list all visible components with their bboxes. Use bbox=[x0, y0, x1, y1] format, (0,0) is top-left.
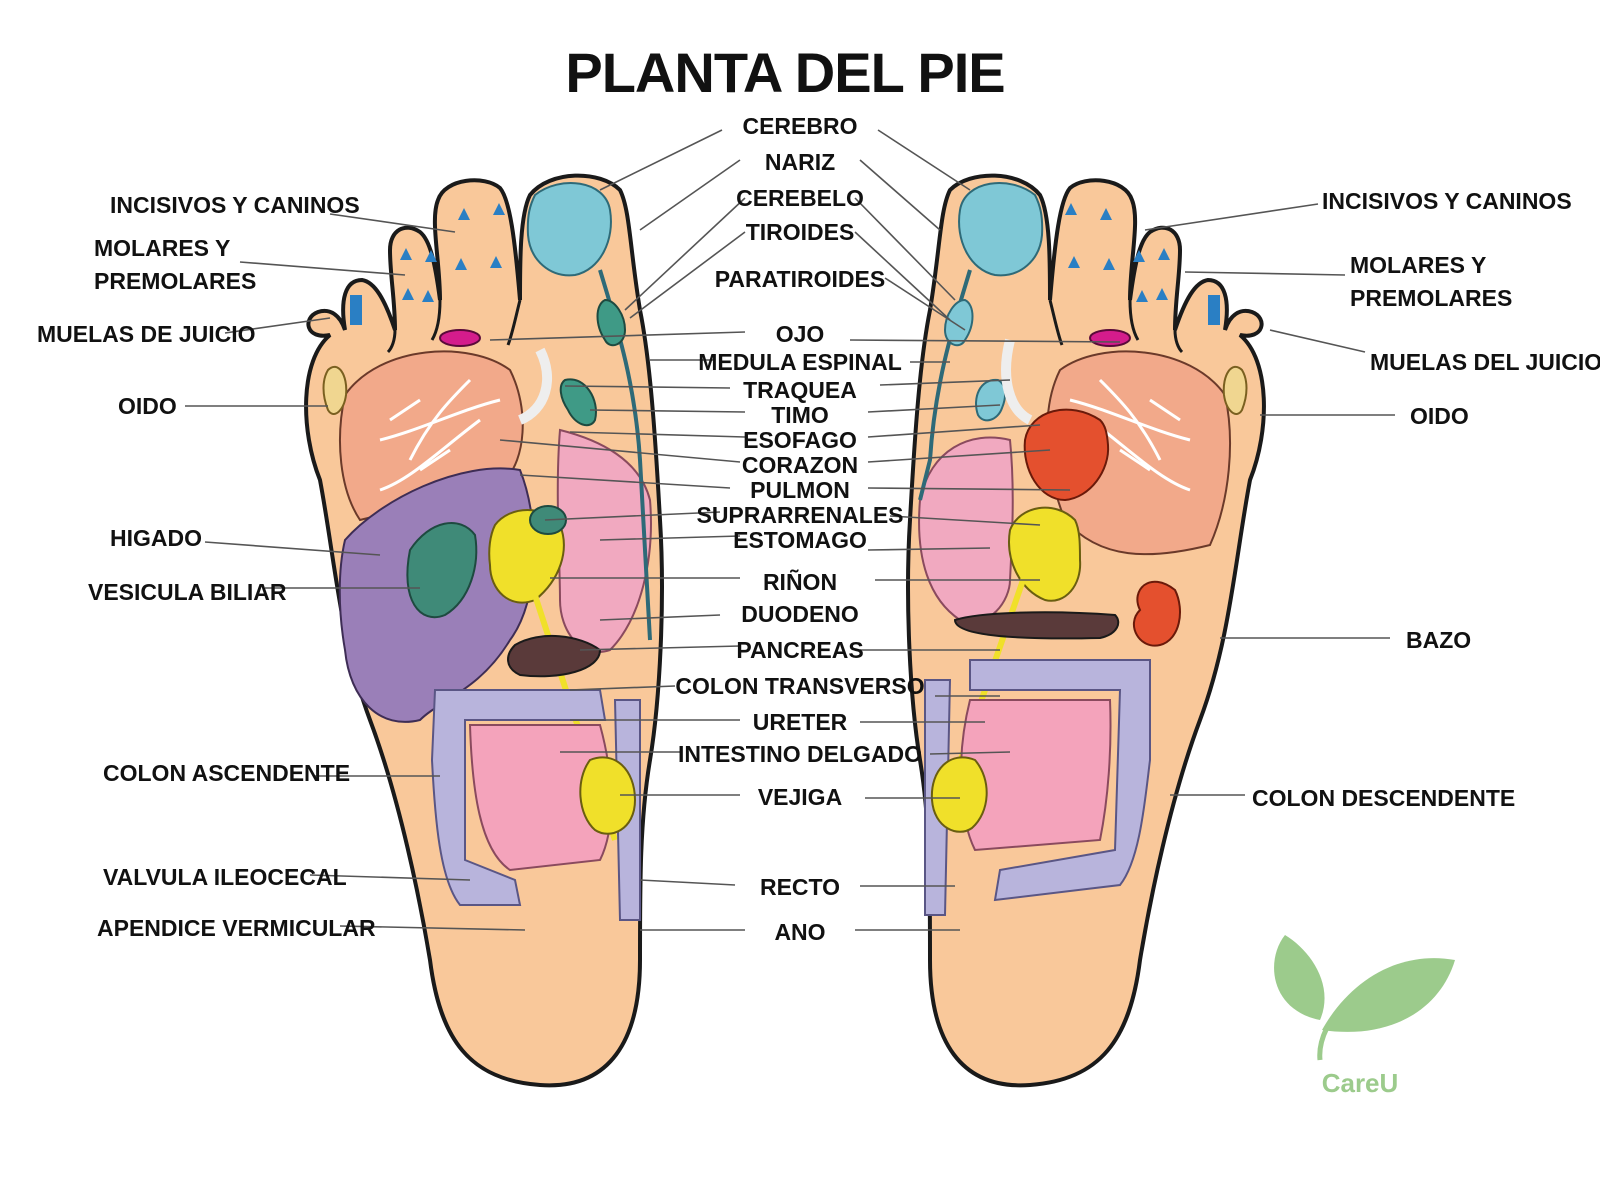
left-colon-zone bbox=[430, 689, 607, 906]
label-colon-transverso: COLON TRANSVERSO bbox=[675, 673, 924, 699]
careu-logo: CareU bbox=[1274, 935, 1455, 1098]
label-cerebro: CEREBRO bbox=[742, 113, 857, 139]
label-vejiga: VEJIGA bbox=[758, 784, 842, 810]
left-gallbladder-zone bbox=[406, 522, 478, 619]
label-left-oido: OIDO bbox=[118, 393, 177, 419]
right-spleen-zone bbox=[1133, 580, 1181, 647]
left-trachea bbox=[517, 347, 553, 425]
right-heart-zone bbox=[1023, 408, 1110, 502]
leader-lines bbox=[185, 129, 1395, 931]
left-eye-zone bbox=[439, 329, 481, 347]
label-timo: TIMO bbox=[771, 402, 829, 428]
left-teeth-zone bbox=[350, 203, 505, 325]
left-side-labels: INCISIVOS Y CANINOS MOLARES Y PREMOLARES… bbox=[37, 192, 376, 941]
right-ear-zone bbox=[1222, 365, 1248, 415]
label-traquea: TRAQUEA bbox=[743, 377, 857, 403]
right-eye-zone bbox=[1089, 329, 1131, 347]
left-pancreas-zone bbox=[507, 634, 602, 678]
right-colon-zone bbox=[969, 659, 1151, 902]
leaf-icon bbox=[1274, 935, 1455, 1061]
left-thyroid-zone bbox=[596, 298, 627, 347]
label-duodeno: DUODENO bbox=[741, 601, 859, 627]
label-higado: HIGADO bbox=[110, 525, 202, 551]
label-nariz: NARIZ bbox=[765, 149, 835, 175]
logo-text: CareU bbox=[1322, 1068, 1399, 1098]
right-small-intestine-zone bbox=[959, 699, 1112, 852]
label-estomago: ESTOMAGO bbox=[733, 527, 867, 553]
label-apendice: APENDICE VERMICULAR bbox=[97, 915, 376, 941]
right-pancreas-zone bbox=[953, 611, 1120, 640]
label-rinon: RIÑON bbox=[763, 568, 837, 595]
label-colon-ascendente: COLON ASCENDENTE bbox=[103, 760, 350, 786]
label-colon-descendente: COLON DESCENDENTE bbox=[1252, 785, 1515, 811]
label-bazo: BAZO bbox=[1406, 627, 1471, 653]
label-right-molares-line1: MOLARES Y bbox=[1350, 252, 1486, 278]
label-esofago: ESOFAGO bbox=[743, 427, 857, 453]
label-right-muelas: MUELAS DEL JUICIO bbox=[1370, 349, 1600, 375]
label-right-molares-line2: PREMOLARES bbox=[1350, 285, 1512, 311]
label-ojo: OJO bbox=[776, 321, 825, 347]
label-pancreas: PANCREAS bbox=[736, 637, 863, 663]
left-spine bbox=[598, 269, 652, 641]
label-left-muelas: MUELAS DE JUICIO bbox=[37, 321, 256, 347]
left-brain-zone bbox=[526, 182, 612, 277]
label-ano: ANO bbox=[774, 919, 825, 945]
right-thyroid-zone bbox=[943, 298, 974, 347]
label-pulmon: PULMON bbox=[750, 477, 850, 503]
label-valvula: VALVULA ILEOCECAL bbox=[103, 864, 347, 890]
right-side-labels: INCISIVOS Y CANINOS MOLARES Y PREMOLARES… bbox=[1252, 188, 1600, 811]
left-thymus-zone bbox=[559, 378, 597, 427]
left-toe-separator bbox=[386, 299, 522, 354]
label-medula: MEDULA ESPINAL bbox=[698, 349, 902, 375]
label-right-oido: OIDO bbox=[1410, 403, 1469, 429]
label-intestino: INTESTINO DELGADO bbox=[678, 741, 922, 767]
label-left-incisivos: INCISIVOS Y CANINOS bbox=[110, 192, 360, 218]
right-teeth-zone bbox=[1065, 203, 1220, 325]
label-vesicula: VESICULA BILIAR bbox=[88, 579, 287, 605]
label-cerebelo: CEREBELO bbox=[736, 185, 864, 211]
center-labels: CEREBRO NARIZ CEREBELO TIROIDES PARATIRO… bbox=[675, 113, 924, 945]
right-foot bbox=[906, 173, 1266, 1088]
label-ureter: URETER bbox=[753, 709, 848, 735]
right-brain-zone bbox=[958, 182, 1044, 277]
right-bladder-zone bbox=[930, 756, 988, 833]
label-suprarrenales: SUPRARRENALES bbox=[696, 502, 903, 528]
right-bronchi bbox=[1069, 378, 1191, 492]
left-bladder-zone bbox=[579, 756, 637, 835]
label-corazon: CORAZON bbox=[742, 452, 858, 478]
right-spine bbox=[918, 269, 972, 501]
left-foot bbox=[304, 173, 664, 1088]
label-recto: RECTO bbox=[760, 874, 840, 900]
label-tiroides: TIROIDES bbox=[746, 219, 855, 245]
label-paratiroides: PARATIROIDES bbox=[715, 266, 885, 292]
right-trachea bbox=[1001, 338, 1033, 425]
left-bronchi bbox=[379, 378, 501, 492]
label-right-incisivos: INCISIVOS Y CANINOS bbox=[1322, 188, 1572, 214]
label-left-molares-line1: MOLARES Y bbox=[94, 235, 230, 261]
label-left-molares-line2: PREMOLARES bbox=[94, 268, 256, 294]
left-ear-zone bbox=[322, 365, 348, 415]
page-title: PLANTA DEL PIE bbox=[565, 41, 1004, 104]
